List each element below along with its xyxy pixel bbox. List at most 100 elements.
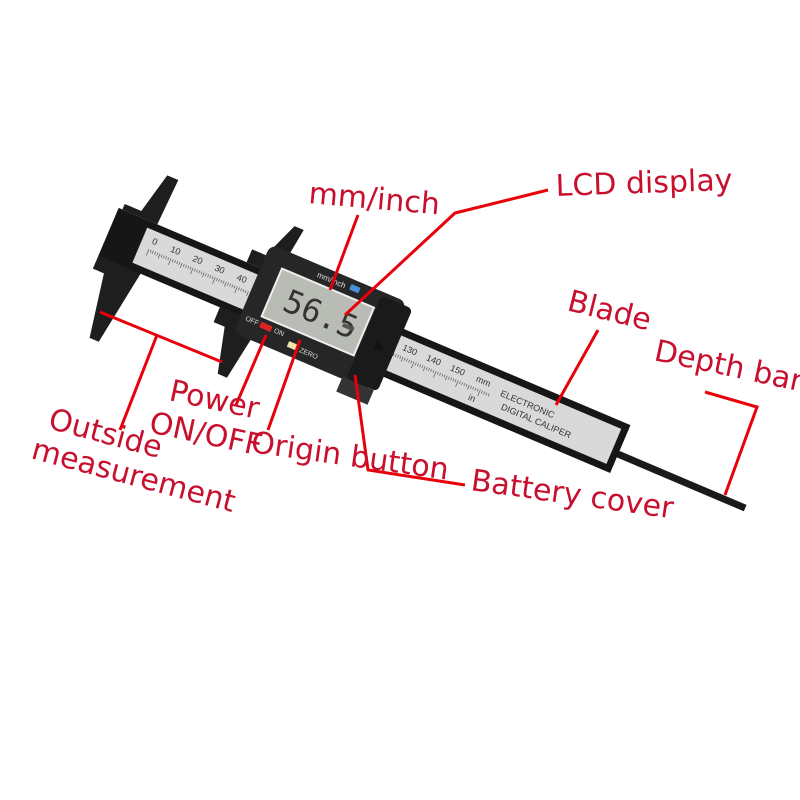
scale-tick (461, 382, 463, 386)
off-label: OFF (244, 316, 260, 328)
scale-tick (410, 360, 413, 364)
scale-tick (246, 291, 249, 296)
scale-tick (472, 386, 475, 390)
scale-tick (240, 288, 243, 292)
scale-tick (400, 356, 404, 362)
label-blade: Blade (564, 284, 655, 338)
scale-tick (476, 388, 479, 392)
scale-tick (244, 290, 247, 294)
scale-tick (397, 354, 399, 358)
scale-tick (216, 277, 218, 281)
scale-tick (171, 259, 174, 263)
scale-tick (176, 261, 179, 265)
scale-tick (414, 362, 417, 366)
scale-tick (209, 275, 212, 279)
scale-tick (450, 377, 452, 381)
lcd-display (260, 267, 376, 357)
scale-tick (224, 281, 227, 287)
scale-tick (432, 369, 435, 373)
scale-tick (156, 252, 159, 256)
scale-tick (439, 372, 441, 376)
scale-tick (189, 266, 192, 270)
scale-tick (149, 249, 152, 253)
scale-tick (165, 256, 167, 260)
scale-tick (242, 289, 245, 293)
fixed-lower-jaw (89, 254, 142, 342)
scale-20: 20 (191, 253, 204, 266)
scale-tick (179, 262, 183, 268)
scale-tick (182, 263, 185, 267)
scale-tick (465, 383, 468, 387)
scale-tick (174, 260, 176, 264)
scale-tick (445, 375, 448, 381)
scale-tick (193, 268, 196, 272)
scale-tick (477, 389, 481, 397)
scale-tick (467, 384, 470, 390)
zero-button[interactable] (286, 341, 299, 351)
in-unit: in (467, 392, 477, 404)
scale-0: 0 (151, 236, 160, 247)
scale-tick (470, 385, 472, 389)
scale-tick (154, 251, 156, 255)
scale-tick (151, 250, 154, 254)
scale-tick (408, 359, 410, 363)
scale-tick (433, 370, 437, 378)
fixed-upper-jaw (122, 175, 179, 225)
scale-tick (454, 379, 457, 383)
scale-tick (403, 357, 406, 361)
scale-tick (481, 390, 483, 394)
scale-tick (207, 274, 209, 278)
scale-tick (220, 279, 223, 283)
power-switch[interactable] (259, 321, 273, 332)
callout-lines (99, 188, 759, 496)
scale-tick (222, 280, 225, 284)
scale-tick (187, 265, 190, 269)
scale-tick (399, 355, 402, 359)
scale-tick (218, 278, 220, 282)
scale-tick (160, 254, 163, 258)
label-mm-inch: mm/inch (307, 176, 441, 222)
scale-tick (422, 366, 426, 371)
scale-tick (229, 283, 232, 287)
scale-tick (196, 269, 198, 273)
label-depth-bar: Depth bar (651, 334, 800, 400)
arrow-icon (373, 339, 385, 351)
scale-40: 40 (235, 272, 248, 285)
scale-tick (168, 258, 172, 265)
scale-tick (233, 285, 236, 289)
scale-tick (452, 378, 455, 382)
mm-inch-button[interactable] (349, 284, 361, 294)
scale-tick (441, 373, 444, 377)
thumb-wheel[interactable] (336, 376, 374, 405)
scale-tick (231, 284, 234, 288)
scale-tick (436, 371, 439, 375)
scale-tick (234, 286, 238, 294)
scale-tick (463, 383, 466, 387)
scale-30: 30 (213, 263, 226, 276)
scale-tick (202, 272, 205, 278)
scale-tick (145, 248, 150, 256)
scale-tick (211, 276, 214, 280)
scale-tick (200, 271, 203, 275)
scale-tick (487, 393, 490, 397)
scale-tick (163, 255, 165, 259)
scale-tick (430, 368, 433, 372)
scale-tick (212, 277, 216, 284)
scale-tick (474, 387, 477, 391)
scale-tick (406, 358, 408, 362)
scale-tick (421, 365, 424, 369)
scale-tick (178, 262, 181, 266)
scale-tick (198, 270, 201, 274)
digital-caliper: 0 10 20 30 40 50 130 140 150 mm in ELECT… (89, 175, 747, 512)
scale-tick (411, 361, 415, 369)
scale-tick (227, 282, 229, 286)
scale-tick (167, 257, 170, 261)
scale-tick (425, 367, 428, 371)
minus-indicator (342, 322, 355, 332)
scale-tick (238, 287, 240, 291)
scale-tick (483, 391, 486, 395)
scale-tick (428, 368, 430, 372)
label-origin-button: Origin button (249, 425, 451, 487)
scale-tick (455, 380, 459, 387)
